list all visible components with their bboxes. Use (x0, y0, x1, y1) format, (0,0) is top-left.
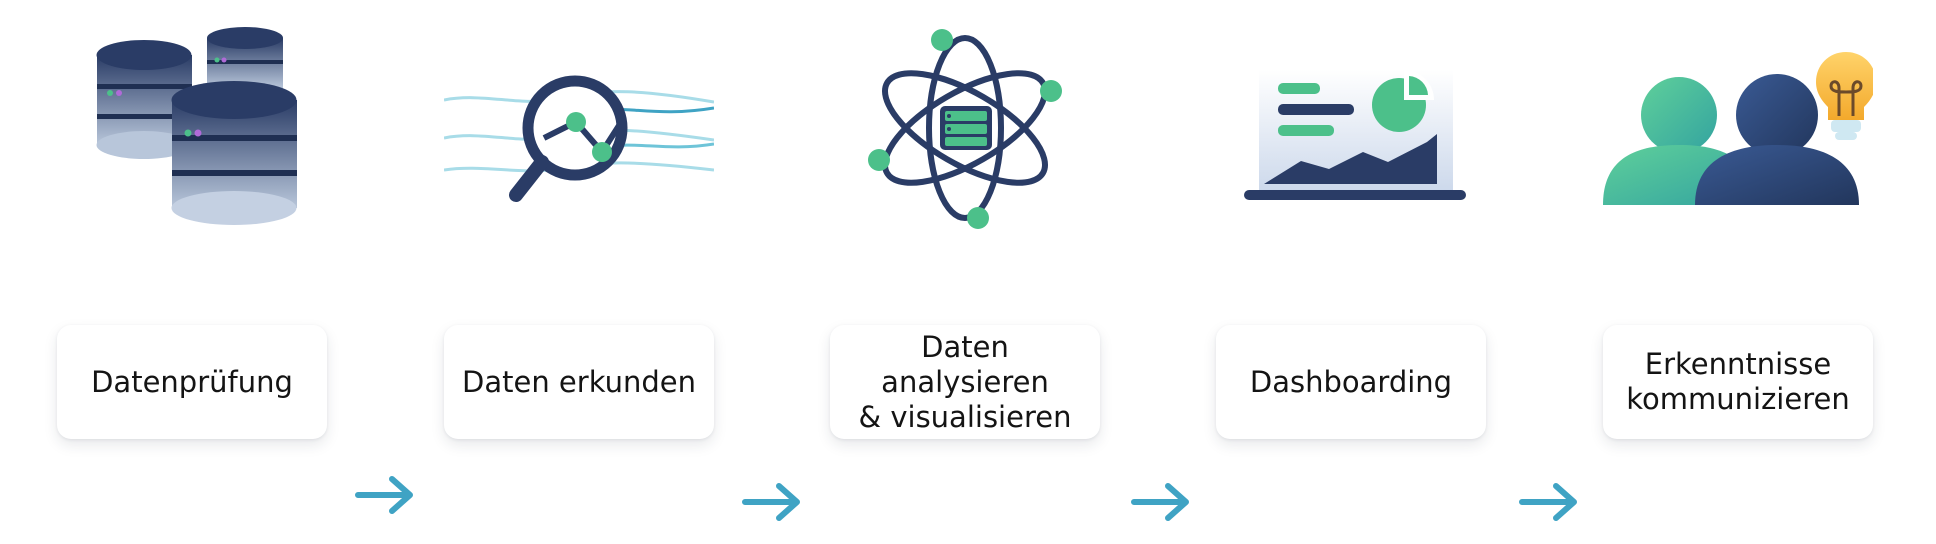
step-daten-analysieren: Daten analysieren & visualisieren (830, 0, 1100, 544)
step-label: Daten analysieren & visualisieren (858, 329, 1072, 434)
step-label: Erkenntnisse kommunizieren (1626, 347, 1850, 416)
step-card: Dashboarding (1216, 325, 1486, 439)
step-card: Erkenntnisse kommunizieren (1603, 325, 1873, 439)
step-erkenntnisse-kommunizieren: Erkenntnisse kommunizieren (1603, 0, 1873, 544)
step-card: Daten analysieren & visualisieren (830, 325, 1100, 439)
dashboard-screen-icon (1216, 20, 1486, 240)
step-card: Daten erkunden (444, 325, 714, 439)
arrow-right-icon (731, 472, 811, 532)
step-label: Dashboarding (1249, 364, 1453, 399)
arrow-right-icon (1120, 472, 1200, 532)
people-lightbulb-icon (1603, 20, 1873, 240)
arrow-right-icon (344, 465, 424, 525)
step-label: Daten erkunden (462, 364, 696, 399)
database-icon (57, 20, 327, 240)
step-label: Datenprüfung (91, 364, 293, 399)
arrow-right-icon (1508, 472, 1588, 532)
magnifier-chart-icon (444, 20, 714, 240)
atom-data-icon (830, 20, 1100, 240)
step-card: Datenprüfung (57, 325, 327, 439)
step-datenpruefung: Datenprüfung (57, 0, 327, 544)
step-dashboarding: Dashboarding (1216, 0, 1486, 544)
step-daten-erkunden: Daten erkunden (444, 0, 714, 544)
